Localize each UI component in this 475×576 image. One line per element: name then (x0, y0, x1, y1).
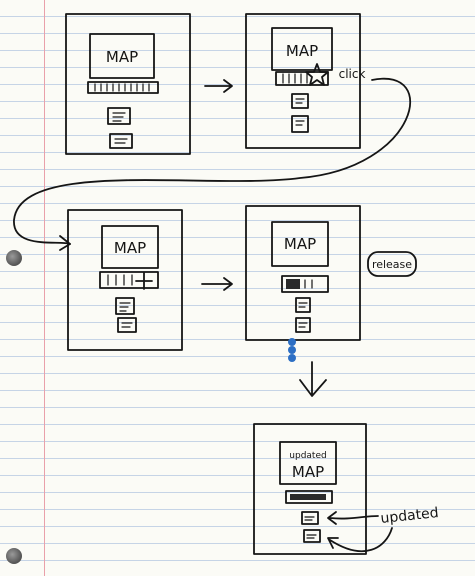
frame-3-slider-ticks (107, 274, 133, 286)
frame-4-slider-fill (286, 279, 300, 289)
frame-4-phone (245, 205, 361, 341)
frame-5-updated-arrow-1 (327, 511, 379, 525)
frame-2-list-item-2 (291, 115, 309, 133)
frame-2-map-box (271, 27, 333, 71)
blue-dot-1 (288, 338, 296, 346)
frame-5: updated MAP updated (253, 423, 440, 555)
frame-5-updated-label: updated (380, 505, 440, 527)
frame-4-map-box (271, 221, 329, 267)
frame-2-slider-ticks (282, 73, 308, 84)
frame-3: MAP (67, 209, 183, 351)
frame-2-phone (245, 13, 361, 149)
binder-hole-top (6, 250, 22, 266)
frame-2: MAP click (245, 13, 366, 149)
frame-2-click-star-icon (305, 63, 329, 86)
frame-2-list-item-2-lines (295, 120, 305, 126)
arrow-3-to-4-path (201, 277, 233, 291)
blue-dots-marker (288, 338, 296, 362)
connector-2-to-3-path (13, 77, 412, 245)
frame-3-slider (99, 271, 159, 289)
arrow-1-to-2-path (204, 79, 233, 93)
frame-3-list-item-1 (115, 297, 135, 315)
frame-3-map-box (101, 225, 159, 269)
frame-1-list-item-1-lines (112, 112, 126, 122)
frame-4: MAP release (245, 205, 417, 341)
frame-5-map-box (279, 441, 337, 485)
frame-4-release-label: release (372, 258, 412, 271)
frame-4-slider (281, 275, 329, 293)
frame-1: MAP (65, 13, 191, 155)
frame-3-list-item-1-lines (119, 302, 131, 312)
frame-5-list-item-2-lines (306, 534, 317, 539)
frame-5-map-caption: updated (289, 451, 326, 461)
frame-5-map-label: MAP (292, 463, 324, 481)
arrow-4-to-5 (299, 361, 327, 397)
connector-2-to-3 (13, 77, 412, 251)
frame-3-list-item-2 (117, 317, 137, 333)
frame-1-map-box (89, 33, 155, 79)
frame-2-map-label: MAP (286, 42, 318, 60)
frame-4-list-item-2-lines (298, 322, 308, 328)
frame-3-map-label: MAP (114, 239, 146, 257)
blue-dot-2 (288, 346, 296, 354)
frame-3-drag-cursor-icon (135, 272, 153, 290)
arrow-1-to-2 (204, 79, 233, 93)
frame-4-map-label: MAP (284, 235, 316, 253)
frame-1-list-item-2 (109, 133, 133, 149)
frame-2-slider (275, 71, 329, 86)
arrow-4-to-5-path (299, 361, 327, 397)
frame-1-list-item-2-lines (114, 138, 128, 144)
frame-4-list-item-1-lines (298, 302, 308, 308)
frame-1-slider (87, 81, 159, 94)
arrow-3-to-4 (201, 277, 233, 291)
frame-5-slider (285, 490, 333, 504)
frame-5-list-item-1-lines (304, 516, 315, 521)
margin-line (44, 0, 45, 576)
frame-1-list-item-1 (107, 107, 131, 125)
frame-4-list-item-1 (295, 297, 311, 313)
frame-2-list-item-1-lines (295, 98, 305, 104)
frame-4-slider-ticks (304, 279, 313, 289)
frame-4-list-item-2 (295, 317, 311, 333)
blue-dot-3 (288, 354, 296, 362)
connector-2-to-3-arrowhead (59, 235, 71, 251)
frame-1-map-label: MAP (106, 48, 138, 66)
frame-2-click-label: click (339, 67, 366, 81)
frame-2-list-item-1 (291, 93, 309, 109)
frame-1-slider-ticks (94, 83, 150, 92)
frame-5-list-item-2 (303, 529, 321, 543)
frame-5-updated-arrow-2 (327, 527, 393, 552)
frame-4-release-bubble (367, 251, 417, 277)
frame-5-slider-fill (290, 494, 326, 500)
frame-5-list-item-1 (301, 511, 319, 525)
frame-5-phone (253, 423, 367, 555)
binder-hole-bottom (6, 548, 22, 564)
frame-3-list-item-2-lines (121, 322, 133, 328)
frame-3-phone (67, 209, 183, 351)
frame-1-phone (65, 13, 191, 155)
